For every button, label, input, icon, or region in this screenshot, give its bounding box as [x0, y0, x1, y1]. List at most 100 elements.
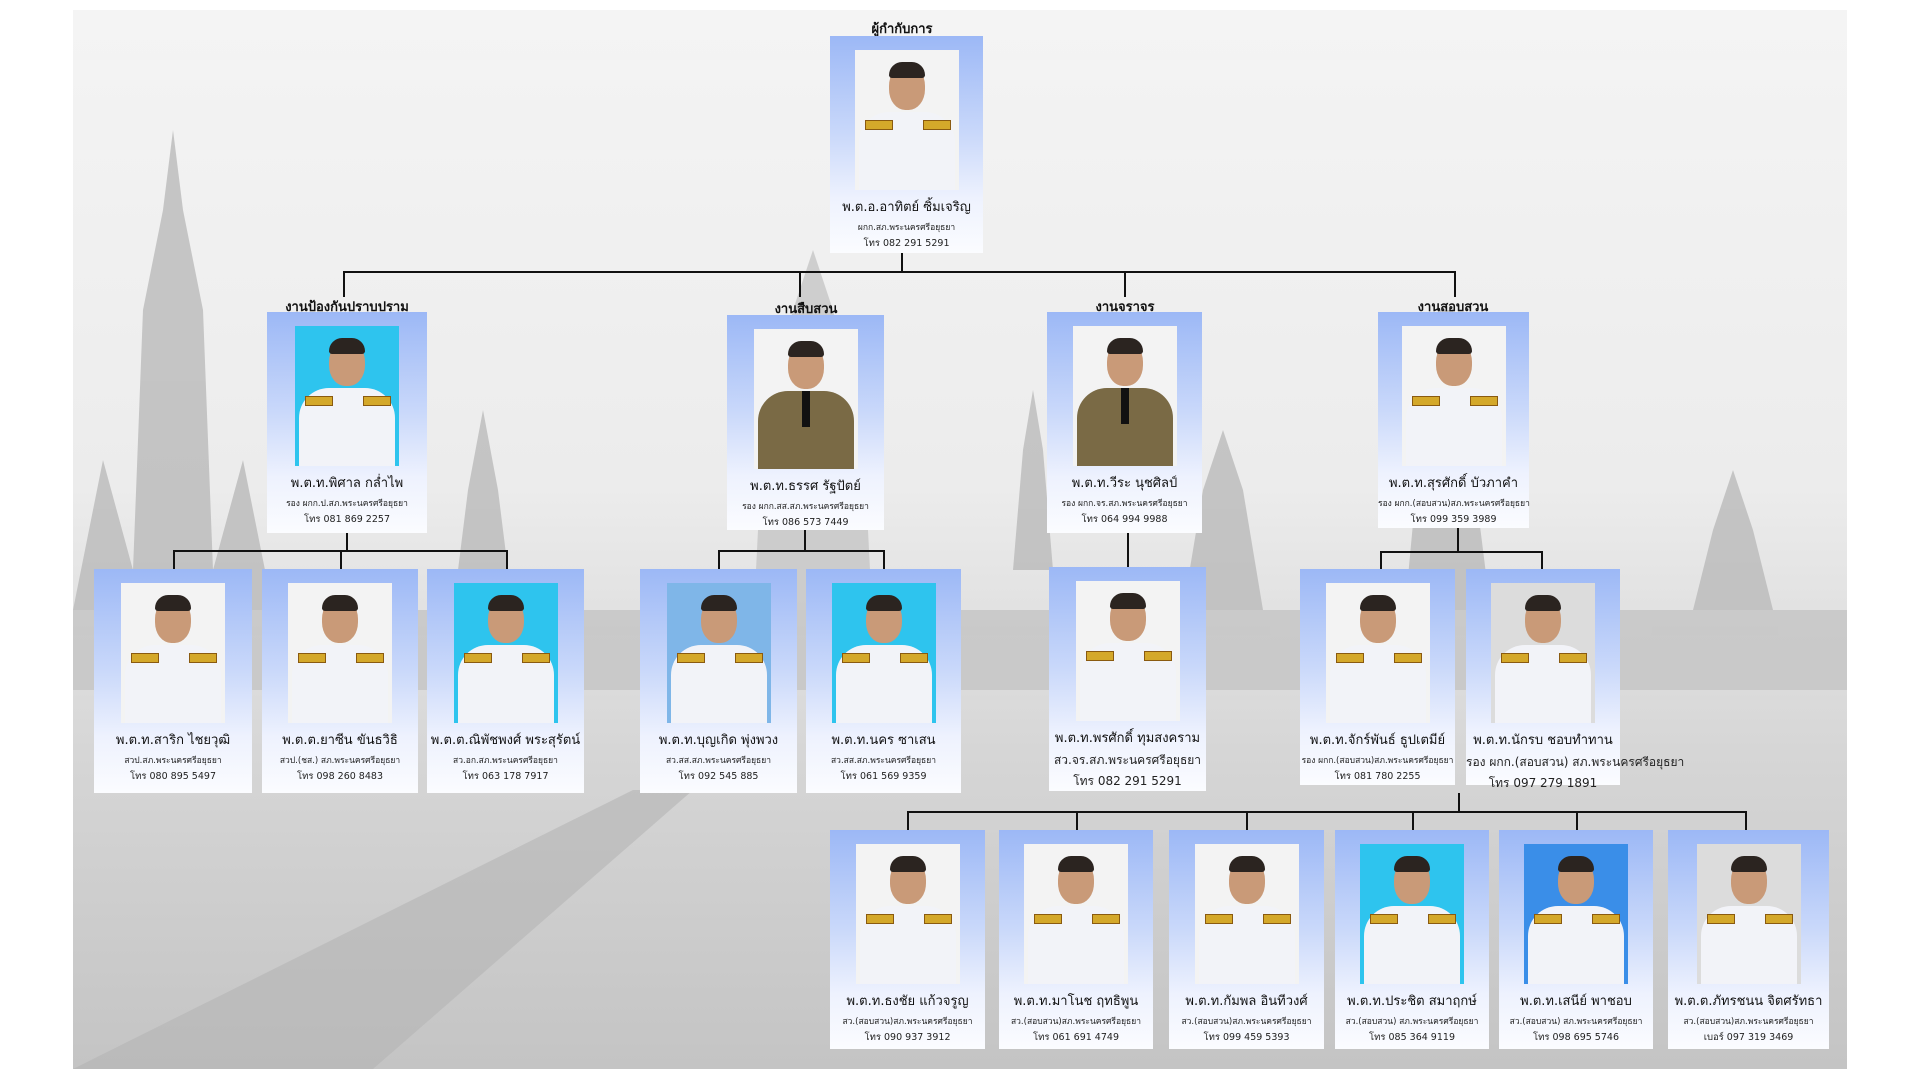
connector-line [506, 550, 508, 569]
person-photo [1024, 844, 1128, 984]
department-label-investigation: งานสืบสวน [774, 302, 838, 317]
connector-line [804, 530, 806, 550]
person-position: รอง ผกก.สส.สภ.พระนครศรีอยุธยา [742, 502, 869, 512]
person-photo [1325, 583, 1430, 723]
connector-line [1124, 271, 1126, 297]
connector-line [346, 533, 348, 550]
person-photo [295, 326, 399, 466]
person-name: พ.ต.ท.พิศาล กล่ำไพ [290, 476, 404, 491]
person-card: พ.ต.ท.กัมพล อินทีวงศ์ สว.(สอบสวน)สภ.พระน… [1169, 830, 1324, 1049]
person-position: ผกก.สภ.พระนครศรีอยุธยา [857, 223, 956, 233]
department-label-traffic: งานจราจร [1095, 300, 1155, 315]
person-name: พ.ต.ท.สุรศักดิ์ บัวภาคำ [1388, 476, 1518, 491]
connector-line [1246, 811, 1248, 830]
connector-line [1412, 811, 1414, 830]
person-photo [1194, 844, 1299, 984]
person-phone: โทร 090 937 3912 [864, 1032, 951, 1043]
person-card: พ.ต.ท.พิศาล กล่ำไพ รอง ผกก.ป.สภ.พระนครศร… [267, 312, 427, 533]
person-name: พ.ต.ท.สาริก ไชยวุฒิ [115, 733, 231, 748]
connector-line [343, 271, 1456, 273]
person-position: สว.(สอบสวน)สภ.พระนครศรีอยุธยา [1010, 1017, 1142, 1027]
person-card: พ.ต.ท.เสนีย์ พาชอบ สว.(สอบสวน) สภ.พระนคร… [1499, 830, 1653, 1049]
connector-line [907, 811, 909, 830]
person-position: รอง ผกก.ป.สภ.พระนครศรีอยุธยา [286, 499, 408, 509]
person-name: พ.ต.ท.ประชิต สมาฤกษ์ [1347, 994, 1477, 1009]
person-position: สว.(สอบสวน) สภ.พระนครศรีอยุธยา [1345, 1017, 1479, 1027]
connector-line [883, 550, 885, 569]
connector-line [718, 550, 720, 569]
person-name: พ.ต.ท.มาโนช ฤทธิพูน [1013, 994, 1139, 1009]
person-position: สว.จร.สภ.พระนครศรีอยุธยา [1053, 753, 1202, 767]
connector-line [1076, 811, 1078, 830]
person-photo [854, 50, 959, 190]
connector-line [1127, 533, 1129, 567]
person-card: พ.ต.ต.ภัทรชนน จิตศรัทธา สว.(สอบสวน)สภ.พร… [1668, 830, 1829, 1049]
person-card: พ.ต.ต.ยาซีน ขันธวิธิ สวป.(ชส.) สภ.พระนคร… [262, 569, 418, 793]
department-label-prevention: งานป้องกันปราบปราม [285, 300, 409, 315]
connector-line [1454, 271, 1456, 297]
person-phone: โทร 092 545 885 [678, 771, 759, 782]
person-position: สวป.(ชส.) สภ.พระนครศรีอยุธยา [279, 756, 401, 766]
person-phone: โทร 085 364 9119 [1369, 1032, 1455, 1043]
person-phone: โทร 064 994 9988 [1081, 514, 1168, 525]
person-position: สว.(สอบสวน)สภ.พระนครศรีอยุธยา [1181, 1017, 1312, 1027]
person-card: พ.ต.ต.ณิพัชพงศ์ พระสุรัตน์ สว.อก.สภ.พระน… [427, 569, 584, 793]
person-phone: เบอร์ 097 319 3469 [1703, 1032, 1794, 1043]
connector-line [1576, 811, 1578, 830]
person-photo [1360, 844, 1464, 984]
connector-line [907, 811, 1747, 813]
person-card: พ.ต.ท.มาโนช ฤทธิพูน สว.(สอบสวน)สภ.พระนคร… [999, 830, 1153, 1049]
person-photo [121, 583, 225, 723]
connector-line [901, 253, 903, 272]
person-card: พ.ต.ท.ธรรศ รัฐปัตย์ รอง ผกก.สส.สภ.พระนคร… [727, 315, 884, 530]
person-name: พ.ต.ท.บุญเกิด พุ่งพวง [658, 733, 779, 748]
person-phone: โทร 082 291 5291 [1073, 774, 1182, 788]
person-phone: โทร 097 279 1891 [1488, 776, 1598, 790]
person-name: พ.ต.ต.ภัทรชนน จิตศรัทธา [1674, 994, 1823, 1009]
person-name: พ.ต.ต.ณิพัชพงศ์ พระสุรัตน์ [430, 733, 581, 748]
person-card: พ.ต.ท.นคร ซาเสน สว.สส.สภ.พระนครศรีอยุธยา… [806, 569, 961, 793]
person-name: พ.ต.ท.กัมพล อินทีวงศ์ [1185, 994, 1308, 1009]
connector-line [343, 271, 345, 297]
person-card: พ.ต.ท.วีระ นุชศิลป์ รอง ผกก.จร.สภ.พระนคร… [1047, 312, 1202, 533]
person-photo [1524, 844, 1628, 984]
person-phone: โทร 061 691 4749 [1033, 1032, 1119, 1043]
person-name: พ.ต.ท.จักร์พันธ์ ธูปเตมีย์ [1309, 733, 1446, 748]
person-position: สว.(สอบสวน)สภ.พระนครศรีอยุธยา [842, 1017, 973, 1027]
connector-line [1380, 551, 1382, 569]
person-phone: โทร 099 359 3989 [1410, 514, 1497, 525]
connector-line [1457, 528, 1459, 551]
person-position: รอง ผกก.(สอบสวน)สภ.พระนครศรีอยุธยา [1301, 756, 1454, 766]
person-name: พ.ต.ท.เสนีย์ พาชอบ [1520, 994, 1632, 1009]
person-position: รอง ผกก.จร.สภ.พระนครศรีอยุธยา [1061, 499, 1188, 509]
person-photo [753, 329, 858, 469]
person-photo [1696, 844, 1801, 984]
person-phone: โทร 098 260 8483 [297, 771, 383, 782]
person-card: พ.ต.ท.ประชิต สมาฤกษ์ สว.(สอบสวน) สภ.พระน… [1335, 830, 1489, 1049]
person-name: พ.ต.ท.ธงชัย แก้วจรูญ [846, 994, 969, 1009]
person-card: พ.ต.ท.สุรศักดิ์ บัวภาคำ รอง ผกก.(สอบสวน)… [1378, 312, 1530, 528]
person-photo [666, 583, 771, 723]
person-position: สว.(สอบสวน) สภ.พระนครศรีอยุธยา [1509, 1017, 1643, 1027]
person-card: พ.ต.ท.พรศักดิ์ ทุมสงคราม สว.จร.สภ.พระนคร… [1049, 567, 1206, 791]
chart-title: ผู้กำกับการ [871, 22, 933, 37]
connector-line [340, 550, 342, 569]
connector-line [1745, 811, 1747, 830]
person-position: สวป.สภ.พระนครศรีอยุธยา [124, 756, 222, 766]
person-position: สว.สส.สภ.พระนครศรีอยุธยา [830, 756, 937, 766]
person-name: พ.ต.ท.นคร ซาเสน [831, 733, 936, 748]
person-position: สว.(สอบสวน)สภ.พระนครศรีอยุธยา [1683, 1017, 1814, 1027]
department-label-inquiry: งานสอบสวน [1417, 300, 1489, 315]
person-name: พ.ต.ต.ยาซีน ขันธวิธิ [282, 733, 398, 748]
person-phone: โทร 086 573 7449 [762, 517, 849, 528]
person-photo [1491, 583, 1595, 723]
person-card: พ.ต.ท.จักร์พันธ์ ธูปเตมีย์ รอง ผกก.(สอบส… [1300, 569, 1455, 785]
person-phone: โทร 081 869 2257 [304, 514, 390, 525]
person-photo [831, 583, 936, 723]
connector-line [1458, 793, 1460, 811]
person-position: รอง ผกก.(สอบสวน) สภ.พระนครศรีอยุธยา [1466, 755, 1685, 769]
person-position: สว.สส.สภ.พระนครศรีอยุธยา [665, 756, 772, 766]
person-phone: โทร 099 459 5393 [1203, 1032, 1290, 1043]
person-name: พ.ต.อ.อาทิตย์ ซิ้มเจริญ [842, 200, 971, 215]
connector-line [718, 550, 885, 552]
